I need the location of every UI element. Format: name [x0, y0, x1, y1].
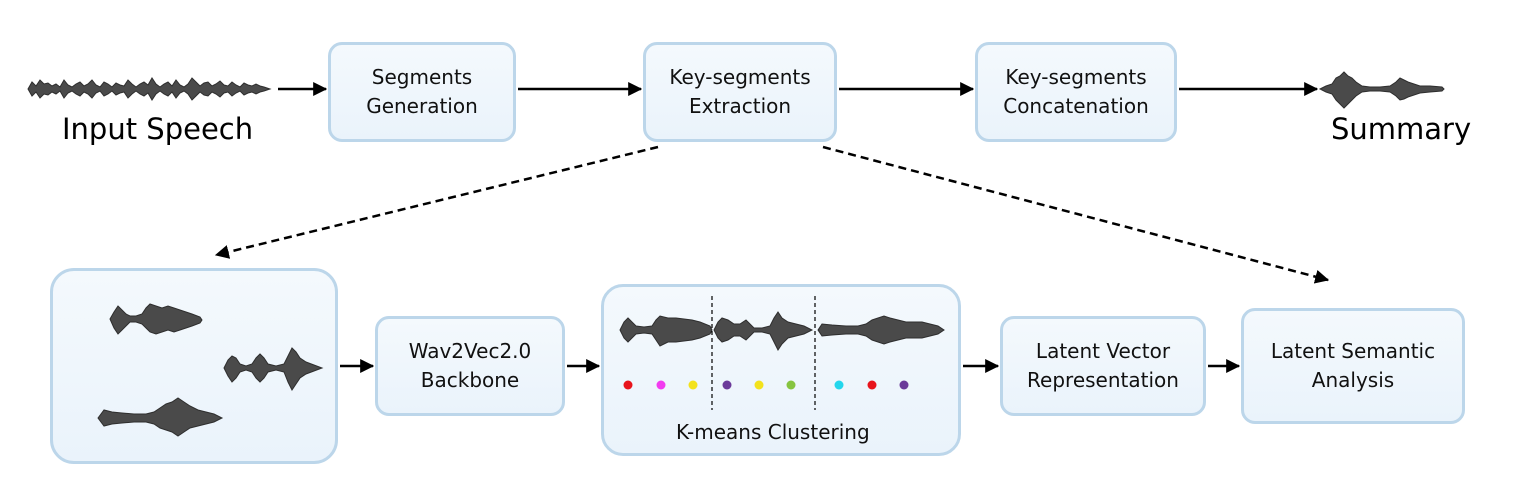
- cluster-dot: [688, 380, 698, 390]
- segment-waveform-3-icon: [97, 397, 224, 437]
- cluster-dot: [834, 380, 844, 390]
- segments-generation-box: Segments Generation: [328, 42, 516, 142]
- segments-generation-label: Segments Generation: [366, 65, 478, 118]
- key-segments-extraction-label: Key-segments Extraction: [669, 65, 811, 118]
- cluster-dot: [656, 380, 666, 390]
- summary-waveform-icon: [1318, 71, 1445, 109]
- cluster-dot: [722, 380, 732, 390]
- kmeans-waveform-b-icon: [713, 311, 814, 351]
- segment-waveform-2-icon: [223, 347, 324, 391]
- summary-label: Summary: [1331, 112, 1472, 146]
- input-speech-label: Input Speech: [62, 112, 254, 146]
- key-segments-concatenation-label: Key-segments Concatenation: [1003, 65, 1149, 118]
- cluster-dot: [899, 380, 909, 390]
- kmeans-waveform-a-icon: [619, 315, 713, 347]
- key-segments-concatenation-box: Key-segments Concatenation: [975, 42, 1177, 142]
- latent-semantic-analysis-label: Latent Semantic Analysis: [1270, 339, 1436, 392]
- wav2vec-backbone-label: Wav2Vec2.0 Backbone: [408, 339, 532, 392]
- dashed-arrow-right: [822, 145, 1330, 284]
- wav2vec-backbone-box: Wav2Vec2.0 Backbone: [375, 316, 565, 416]
- kmeans-clustering-box: [601, 284, 961, 456]
- kmeans-clustering-label: K-means Clustering: [676, 420, 870, 444]
- kmeans-waveform-c-icon: [817, 315, 945, 345]
- cluster-dot: [867, 380, 877, 390]
- segment-waveform-1-icon: [109, 303, 203, 335]
- cluster-dot: [786, 380, 796, 390]
- cluster-dot: [754, 380, 764, 390]
- input-waveform-icon: [27, 77, 272, 101]
- latent-semantic-analysis-box: Latent Semantic Analysis: [1241, 308, 1465, 424]
- key-segments-extraction-box: Key-segments Extraction: [643, 42, 837, 142]
- dashed-arrow-left: [214, 145, 659, 259]
- latent-vector-representation-label: Latent Vector Representation: [1027, 339, 1179, 392]
- cluster-dot: [623, 380, 633, 390]
- latent-vector-representation-box: Latent Vector Representation: [1000, 316, 1206, 416]
